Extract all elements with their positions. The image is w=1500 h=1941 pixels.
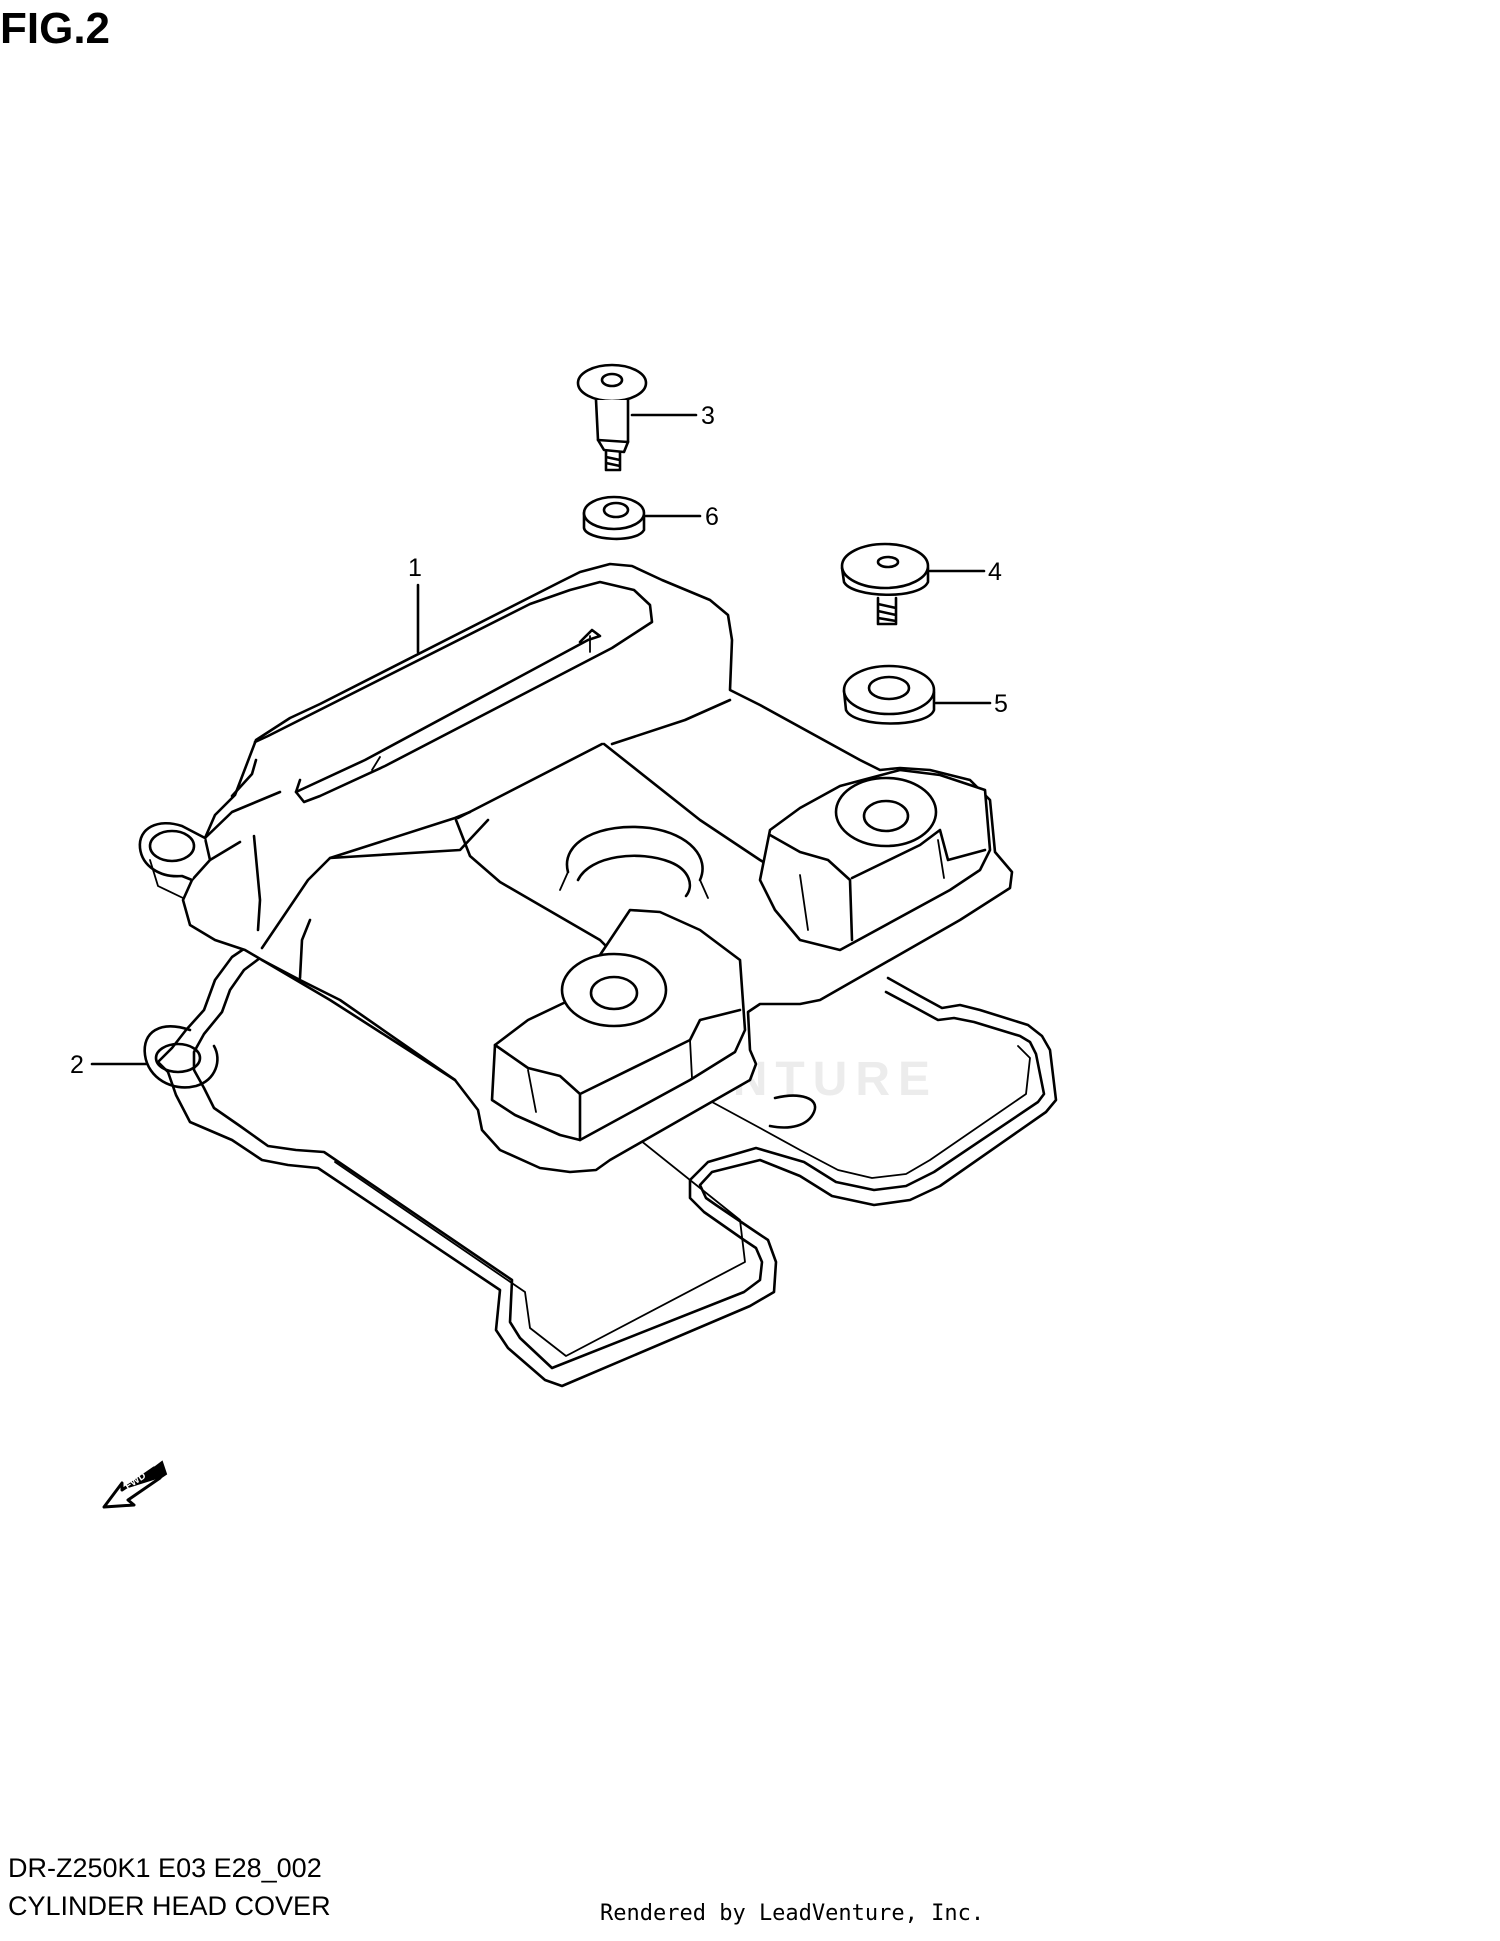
cylinder-head-cover-part-1 (138, 562, 1014, 1174)
screw-4-thread (876, 596, 898, 626)
figure-title: FIG.2 (0, 4, 111, 53)
gasket-inner-contour (192, 950, 1046, 1370)
callouts: 1 2 3 4 5 6 (70, 402, 1008, 1079)
washer-6-top (582, 495, 646, 531)
boss-right-facet (799, 839, 945, 931)
gasket-mounting-lug (143, 1025, 219, 1089)
boss-left-bolt-seat (560, 952, 668, 1028)
boss-right-edge (768, 828, 987, 942)
washer-part-5 (842, 664, 936, 725)
gasket-inner-groove-right (711, 1045, 1031, 1179)
cover-outline (181, 562, 1014, 1174)
bolt-part-3 (576, 363, 648, 472)
gasket-outer-contour (156, 936, 1058, 1388)
callout-6: 6 (705, 503, 719, 531)
cover-rib-edge (371, 635, 591, 771)
cover-top-rib-inner (294, 628, 602, 794)
plug-hole-edge (559, 871, 709, 899)
plug-hole-inner (576, 854, 692, 898)
screw-part-4 (840, 542, 930, 626)
cover-center-channel (328, 698, 732, 860)
bolt-3-socket (600, 372, 624, 388)
callout-5: 5 (994, 690, 1008, 718)
bolt-3-head (576, 363, 648, 403)
gasket-part-2 (143, 936, 1058, 1388)
washer-6-hole (602, 501, 630, 519)
gasket-lug-hole (154, 1042, 202, 1074)
render-credit: Rendered by LeadVenture, Inc. (600, 1901, 985, 1926)
washer-part-6 (582, 495, 646, 541)
boss-right-bolt-seat (834, 776, 938, 848)
cover-lug-side (149, 859, 184, 899)
diagram-code: DR-Z250K1 E03 E28_002 (8, 1853, 322, 1883)
callout-2: 2 (70, 1051, 84, 1079)
boss-left-bolt-hole (589, 975, 639, 1011)
screw-4-socket (876, 555, 900, 569)
cover-top-rib (253, 580, 654, 804)
cover-left-shoulder (203, 758, 282, 862)
cover-lower-apron (260, 918, 457, 1082)
boss-left-edge (493, 1008, 742, 1142)
fwd-arrow-icon: FWD (102, 1460, 168, 1509)
boss-left-facet (527, 1039, 693, 1113)
diagram-title: CYLINDER HEAD COVER (8, 1891, 331, 1921)
callout-1: 1 (408, 554, 422, 582)
bolt-3-shank (594, 398, 630, 444)
spark-plug-hole (559, 825, 709, 899)
cover-lug-hole (148, 829, 196, 863)
cam-cap-boss-left (490, 908, 747, 1142)
washer-5-top (842, 664, 936, 716)
cam-cap-boss-right (758, 768, 992, 952)
bolt-3-shoulder (596, 438, 630, 454)
callout-4: 4 (988, 558, 1002, 586)
plug-hole-rim (565, 825, 704, 882)
washer-5-hole (867, 675, 911, 701)
gasket-small-tab (768, 1094, 817, 1129)
callout-3: 3 (701, 402, 715, 430)
bolt-3-thread (604, 450, 622, 472)
gasket-inner-groove (334, 1123, 746, 1357)
boss-right-bolt-hole (862, 799, 910, 833)
